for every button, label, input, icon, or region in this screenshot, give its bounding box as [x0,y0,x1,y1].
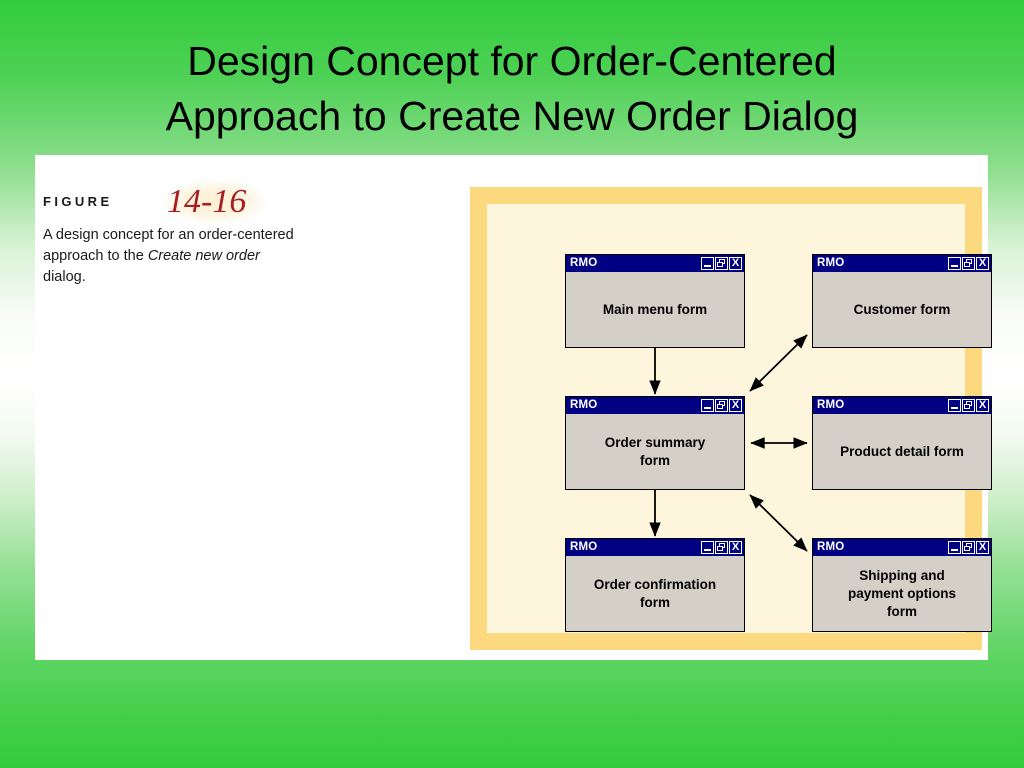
form-window-product-detail[interactable]: RMO X Product detail form [812,396,992,490]
form-body: Order summary form [566,414,744,489]
form-body: Order confirmation form [566,556,744,631]
form-window-order-confirmation[interactable]: RMO X Order confirmation form [565,538,745,632]
window-controls: X [948,257,989,270]
form-body: Product detail form [813,414,991,489]
restore-icon[interactable] [715,399,728,412]
titlebar-title: RMO [817,256,845,269]
form-body: Main menu form [566,272,744,347]
caption-line-1: A design concept for an order-centered [43,227,294,243]
restore-icon[interactable] [715,257,728,270]
caption-dialog-name: Create new order [147,248,260,264]
figure-number: 14-16 [167,183,247,220]
figure-caption-block: FIGURE 14-16 A design concept for an ord… [43,179,343,288]
form-label: Order confirmation form [593,576,717,610]
close-icon[interactable]: X [976,399,989,412]
figure-heading: FIGURE 14-16 [43,179,343,225]
form-window-order-summary[interactable]: RMO X Order summary form [565,396,745,490]
titlebar: RMO X [566,255,744,272]
titlebar: RMO X [813,397,991,414]
restore-icon[interactable] [962,257,975,270]
edge-summary-to-customer [749,334,808,392]
window-controls: X [948,541,989,554]
window-controls: X [701,399,742,412]
form-body: Customer form [813,272,991,347]
titlebar: RMO X [566,397,744,414]
titlebar-title: RMO [817,540,845,553]
diagram-panel-inner: RMO X Main menu form [487,204,992,633]
figure-number-glow [161,179,269,225]
restore-icon[interactable] [715,541,728,554]
close-icon[interactable]: X [729,257,742,270]
minimize-icon[interactable] [701,399,714,412]
content-card: FIGURE 14-16 A design concept for an ord… [35,155,992,660]
minimize-icon[interactable] [948,541,961,554]
form-window-customer[interactable]: RMO X Customer form [812,254,992,348]
titlebar: RMO X [566,539,744,556]
titlebar-title: RMO [570,256,598,269]
minimize-icon[interactable] [948,399,961,412]
close-icon[interactable]: X [729,541,742,554]
titlebar-title: RMO [817,398,845,411]
diagram-canvas: RMO X Main menu form [487,204,992,633]
caption-line-2-suffix: dialog. [43,269,86,285]
restore-icon[interactable] [962,541,975,554]
restore-icon[interactable] [962,399,975,412]
close-icon[interactable]: X [729,399,742,412]
form-label: Customer form [853,301,951,317]
edge-summary-to-shipping [749,494,808,552]
caption-line-2-prefix: approach to the [43,248,148,264]
form-label: Main menu form [602,301,708,317]
page-title: Design Concept for Order-Centered Approa… [165,38,859,139]
window-controls: X [948,399,989,412]
titlebar-title: RMO [570,398,598,411]
titlebar: RMO X [813,255,991,272]
form-label: Shipping and payment options form [847,567,956,619]
minimize-icon[interactable] [701,257,714,270]
form-label: Product detail form [840,443,964,459]
minimize-icon[interactable] [948,257,961,270]
figure-label: FIGURE [43,194,113,209]
form-label: Order summary form [604,434,706,468]
diagram-panel: RMO X Main menu form [470,187,992,650]
figure-caption-text: A design concept for an order-centered a… [43,225,305,288]
titlebar-title: RMO [570,540,598,553]
close-icon[interactable]: X [976,541,989,554]
form-window-shipping-payment[interactable]: RMO X Shipping and payment options form [812,538,992,632]
form-body: Shipping and payment options form [813,556,991,631]
window-controls: X [701,541,742,554]
titlebar: RMO X [813,539,991,556]
form-window-main-menu[interactable]: RMO X Main menu form [565,254,745,348]
close-icon[interactable]: X [976,257,989,270]
diagram-arrows [649,334,808,552]
minimize-icon[interactable] [701,541,714,554]
window-controls: X [701,257,742,270]
